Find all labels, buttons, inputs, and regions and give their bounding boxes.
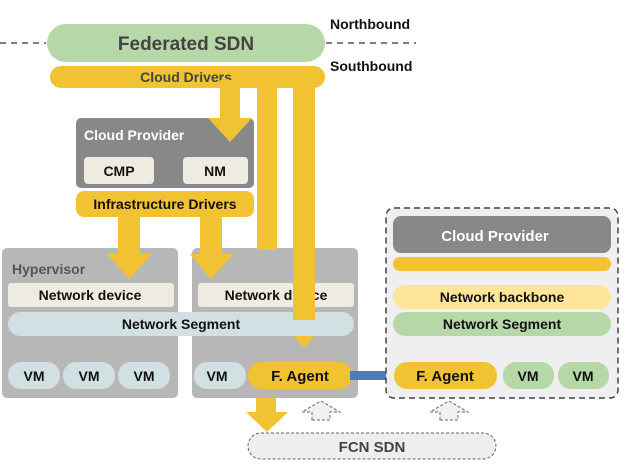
- network-segment-left-label: Network Segment: [122, 316, 241, 332]
- infrastructure-drivers-label: Infrastructure Drivers: [93, 196, 236, 212]
- vm-1-label: VM: [24, 368, 45, 384]
- arrow-to-nm-head: [208, 118, 252, 142]
- network-device-left-label: Network device: [39, 287, 142, 303]
- vm-3-label: VM: [134, 368, 155, 384]
- network-segment-left[interactable]: [8, 312, 354, 336]
- northbound-label: Northbound: [330, 16, 410, 32]
- arrow-to-nm-shaft: [220, 80, 240, 120]
- network-backbone-label: Network backbone: [440, 289, 565, 305]
- vm-5-label: VM: [518, 368, 539, 384]
- nm-box[interactable]: [183, 157, 248, 184]
- fcn-sdn-label: FCN SDN: [339, 439, 406, 456]
- fcn-up-arrow-left: [300, 400, 342, 421]
- fcn-up-arrow-right: [428, 400, 470, 421]
- cloud-provider-left-label: Cloud Provider: [84, 127, 185, 143]
- agent-link: [350, 371, 396, 380]
- vm-6[interactable]: [558, 362, 609, 389]
- cloud-driver-shaft-2: [257, 80, 277, 250]
- cmp-box[interactable]: [84, 157, 154, 184]
- southbound-label: Southbound: [330, 58, 412, 74]
- cloud-provider-right-box[interactable]: [393, 216, 611, 253]
- arrow-to-fcn-head: [246, 412, 288, 432]
- fcn-sdn-box[interactable]: [247, 432, 497, 460]
- f-agent-right[interactable]: [394, 362, 497, 389]
- cloud-driver-shaft-3: [293, 80, 315, 320]
- arrow-to-fcn-shaft: [256, 398, 276, 413]
- federated-sdn-box[interactable]: [47, 24, 325, 62]
- infra-arrow-left-shaft: [118, 215, 140, 255]
- network-segment-right[interactable]: [393, 312, 611, 336]
- network-segment-right-label: Network Segment: [443, 316, 562, 332]
- infra-arrow-right-shaft: [200, 215, 222, 255]
- vm-5[interactable]: [503, 362, 554, 389]
- f-agent-left[interactable]: [248, 362, 352, 389]
- network-backbone[interactable]: [393, 285, 611, 309]
- vm-3[interactable]: [118, 362, 170, 389]
- cloud-drivers-bar[interactable]: [50, 66, 325, 88]
- infrastructure-drivers-bar[interactable]: [76, 191, 254, 217]
- vm-1[interactable]: [8, 362, 60, 389]
- vm-2-label: VM: [79, 368, 100, 384]
- f-agent-left-label: F. Agent: [271, 368, 329, 385]
- vm-4[interactable]: [194, 362, 246, 389]
- infra-arrow-left-head: [107, 254, 152, 279]
- f-agent-right-label: F. Agent: [416, 368, 474, 385]
- network-device-left[interactable]: [8, 283, 174, 307]
- vm-6-label: VM: [573, 368, 594, 384]
- federated-sdn-label: Federated SDN: [118, 34, 254, 55]
- cloud-drivers-label: Cloud Drivers: [140, 69, 232, 85]
- vm-4-label: VM: [207, 368, 228, 384]
- vm-2[interactable]: [63, 362, 115, 389]
- hypervisor-label: Hypervisor: [12, 261, 86, 277]
- cloud-driver-shaft-3-overlay: [293, 283, 315, 320]
- cmp-label: CMP: [103, 163, 134, 179]
- cloud-provider-right-label: Cloud Provider: [441, 228, 549, 245]
- infra-arrow-right-head: [190, 254, 234, 279]
- nm-label: NM: [204, 163, 226, 179]
- remote-driver-bar[interactable]: [393, 257, 611, 271]
